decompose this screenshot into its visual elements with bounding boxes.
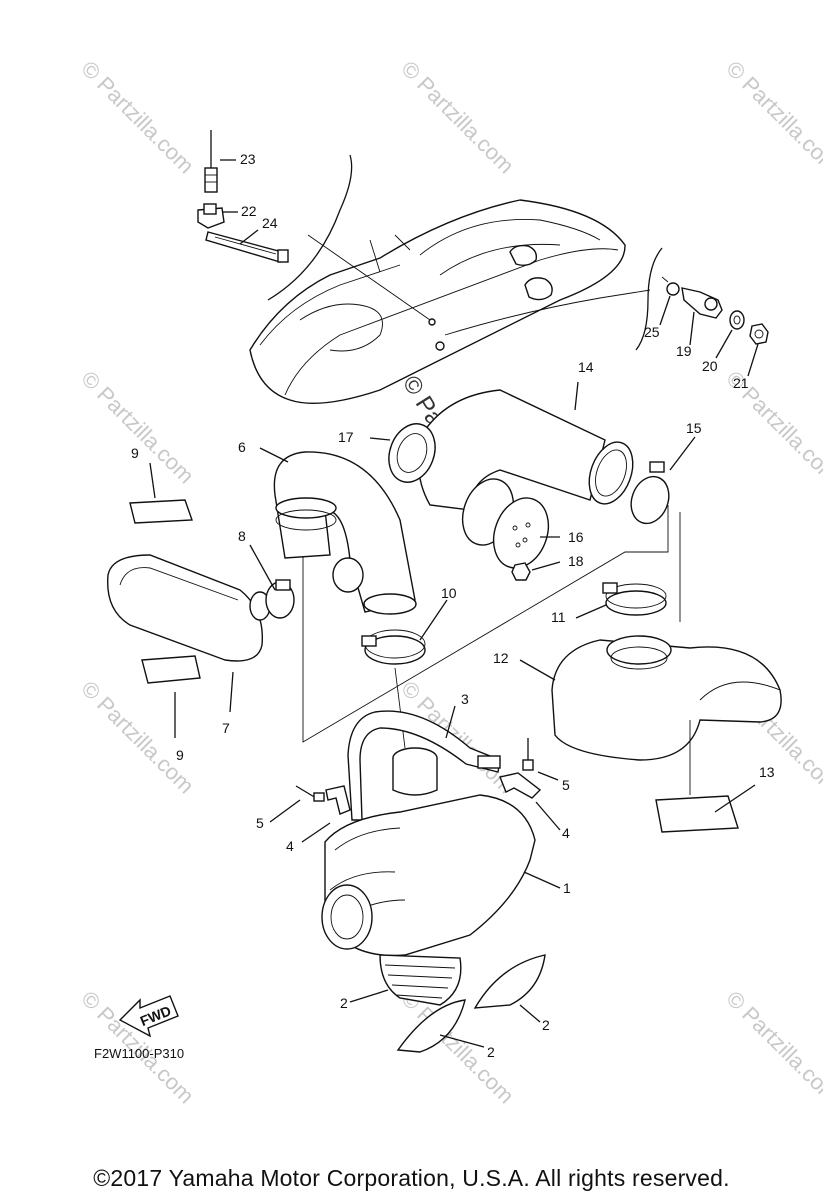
- callout-4-right: 4: [562, 825, 570, 841]
- callout-16: 16: [568, 529, 584, 545]
- callout-8: 8: [238, 528, 246, 544]
- part-14-pipe: [417, 389, 634, 511]
- part-7-airbox: [106, 554, 271, 662]
- callout-24: 24: [262, 215, 278, 231]
- callout-20: 20: [702, 358, 718, 374]
- fastener-inset: 23 22 24: [197, 130, 353, 301]
- callout-9-upper: 9: [131, 445, 139, 461]
- watermark: © Partzilla.com: [76, 56, 199, 179]
- watermark: © Partzilla.com: [76, 676, 199, 799]
- left-intake-group: 6 8 9 9 7 10: [106, 439, 457, 763]
- part-22-clip: [197, 203, 225, 229]
- callout-4-left: 4: [286, 838, 294, 854]
- callout-2-right: 2: [542, 1017, 550, 1033]
- fitting-inset: 25 19 20 21: [635, 247, 769, 391]
- part-19-fitting: [681, 287, 723, 319]
- part-2-heat-shield-right: [473, 954, 546, 1009]
- part-2-heat-shield-left: [396, 999, 466, 1053]
- part-8-clamp: [265, 579, 295, 619]
- part-13-pad: [655, 795, 739, 833]
- callout-13: 13: [759, 764, 775, 780]
- callout-12: 12: [493, 650, 509, 666]
- part-4-bracket-right: [499, 772, 542, 799]
- copyright-footer: ©2017 Yamaha Motor Corporation, U.S.A. A…: [93, 1165, 730, 1191]
- callout-19: 19: [676, 343, 692, 359]
- callout-1: 1: [563, 880, 571, 896]
- watermark: © Partzilla.com: [76, 366, 199, 489]
- part-12-chamber: [551, 635, 782, 761]
- callout-6: 6: [238, 439, 246, 455]
- part-1-muffler: [321, 747, 536, 957]
- callout-5-left: 5: [256, 815, 264, 831]
- part-21-nut: [749, 323, 769, 345]
- callout-18: 18: [568, 553, 584, 569]
- watermark: © Partzilla.com: [721, 986, 823, 1109]
- callout-17: 17: [338, 429, 354, 445]
- fwd-indicator: FWD: [118, 995, 179, 1038]
- part-5-rivet-right: [522, 738, 534, 771]
- part-25-clamp: [661, 276, 680, 296]
- part-9-pad-upper: [129, 499, 193, 524]
- callout-11: 11: [551, 609, 566, 625]
- watercraft-outline: [249, 199, 651, 404]
- part-2-heat-shield-center: [379, 954, 462, 1006]
- callout-5-right: 5: [562, 777, 570, 793]
- callout-15: 15: [686, 420, 702, 436]
- callout-2-center: 2: [340, 995, 348, 1011]
- part-20-washer: [729, 310, 745, 330]
- watermark: © Partzilla.com: [721, 56, 823, 179]
- part-23-rivet: [204, 130, 218, 193]
- callout-25: 25: [644, 324, 660, 340]
- callout-22: 22: [241, 203, 257, 219]
- part-16-plate: [461, 478, 550, 569]
- part-17-gasket: [388, 423, 436, 483]
- part-3-strap: [347, 710, 501, 821]
- part-11-clamp: [602, 582, 667, 616]
- diagram-code: F2W1100-P310: [94, 1046, 184, 1061]
- callout-21: 21: [733, 375, 749, 391]
- part-6-pipe: [273, 451, 417, 615]
- callout-3: 3: [461, 691, 469, 707]
- callout-9-lower: 9: [176, 747, 184, 763]
- part-5-rivet-left: [295, 785, 325, 802]
- callout-2-left: 2: [487, 1044, 495, 1060]
- part-24-cable-tie: [205, 231, 289, 263]
- assembly-lines: [302, 505, 691, 795]
- muffler-group: 3 1 2 2 2 5 4 5 4: [256, 691, 571, 1060]
- callout-10: 10: [441, 585, 457, 601]
- part-4-bracket-left: [325, 785, 351, 815]
- part-18-nut: [511, 562, 531, 581]
- part-9-pad-lower: [141, 655, 201, 684]
- part-15-clamp: [630, 461, 670, 525]
- right-chamber-group: 11 12 13: [493, 582, 782, 833]
- watermark: © Partzilla.com: [396, 56, 519, 179]
- callout-7: 7: [222, 720, 230, 736]
- callout-14: 14: [578, 359, 594, 375]
- exhaust-pipe-group: 17 14 15 16 18: [338, 359, 702, 581]
- callout-23: 23: [240, 151, 256, 167]
- part-10-clamp: [361, 629, 426, 665]
